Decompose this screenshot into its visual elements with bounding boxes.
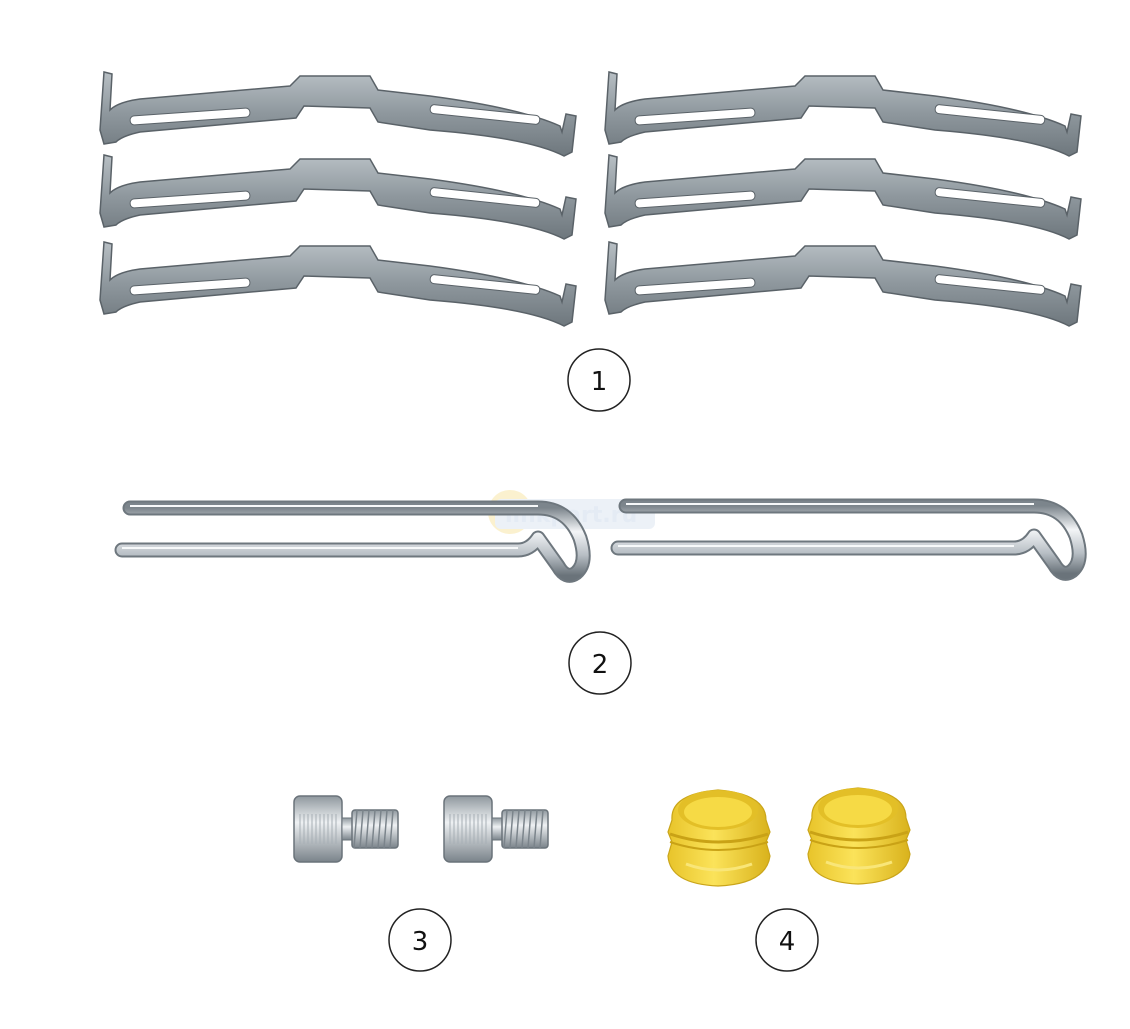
callout-2: 2: [568, 631, 632, 695]
spring-clip: [604, 241, 1082, 327]
spring-clip: [604, 154, 1082, 240]
spring-clip: [99, 154, 577, 240]
svg-text:1: 1: [591, 367, 608, 397]
screw: [293, 795, 399, 863]
screw-icon: [293, 795, 549, 863]
svg-text:4: 4: [779, 927, 796, 957]
svg-text:2: 2: [592, 650, 609, 680]
bent-pin: [618, 504, 1079, 573]
spring-clip: [604, 71, 1082, 157]
spring-clip: [99, 241, 577, 327]
callout-3: 3: [388, 908, 452, 972]
spring-clip: [99, 71, 577, 157]
screw: [443, 795, 549, 863]
yellow-cap: [666, 788, 772, 888]
callout-4: 4: [755, 908, 819, 972]
yellow-cap: [806, 786, 912, 886]
svg-text:3: 3: [412, 927, 429, 957]
callout-1: 1: [567, 348, 631, 412]
spring-clip-icon: [99, 71, 1082, 327]
cap-icon: [666, 786, 912, 888]
